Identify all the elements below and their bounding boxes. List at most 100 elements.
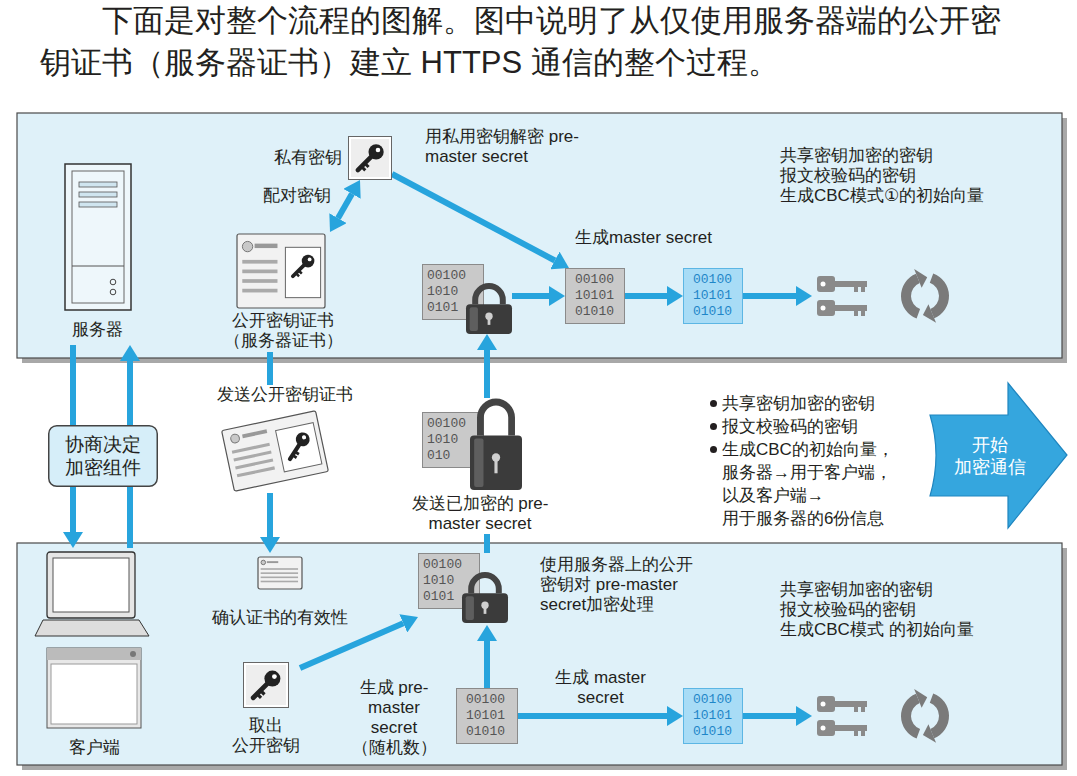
session-keys: 共享密钥加密的密钥 报文校验码的密钥 生成CBC模式①的初始向量 [812, 268, 962, 324]
node-label: 确认证书的有效性 [210, 608, 350, 628]
icon-part [470, 307, 478, 331]
icon-part [817, 720, 835, 736]
icon-part [276, 423, 322, 472]
icon-part [821, 726, 826, 731]
connector-arrow [484, 641, 490, 688]
icon-part [349, 137, 392, 180]
note-text: 共享密钥加密的密钥 [722, 392, 922, 415]
icon-part [351, 139, 389, 177]
connector-arrow [267, 352, 273, 385]
node-shape [930, 383, 1067, 528]
session-keys: 共享密钥加密的密钥 报文校验码的密钥 生成CBC模式 的初始向量 [812, 688, 962, 744]
icon-part [901, 694, 920, 739]
server-certificate: 公开密钥证书 （服务器证书） [222, 232, 344, 352]
icon-part [466, 596, 474, 620]
bullet-dot [710, 423, 717, 430]
connector-arrow [300, 623, 403, 668]
icon-part [914, 689, 927, 708]
icon-part [296, 273, 299, 276]
binary-text: 00100 10101 01010 [693, 272, 735, 320]
server-node: 服务器 [55, 160, 140, 345]
icon-part [854, 310, 858, 316]
private-key: 私有密钥 [348, 136, 392, 180]
connector-arrow [267, 493, 273, 537]
icon-part [242, 289, 277, 293]
icon-part [817, 300, 835, 316]
icon-part [470, 435, 522, 490]
node-label: 取出 公开密钥 [226, 716, 306, 756]
icon-part [299, 270, 302, 273]
binary-text: 00100 1010 0101 [427, 268, 469, 316]
node-shape [35, 548, 153, 760]
icon-part [930, 693, 949, 738]
connector-arrow [338, 194, 352, 218]
icon-part [817, 696, 835, 712]
node-label: 共享密钥加密的密钥 报文校验码的密钥 生成CBC模式 的初始向量 [780, 580, 1012, 640]
icon-part [47, 648, 141, 728]
icon-part [368, 144, 383, 159]
icon-part [242, 241, 252, 251]
binary-text: 00100 10101 01010 [575, 272, 617, 320]
icon-part [47, 648, 141, 660]
icon-part [361, 167, 365, 171]
node-label: 发送公开密钥证书 [195, 385, 375, 405]
icon-part [861, 730, 865, 736]
icon-part [474, 438, 483, 487]
bullet-dot [710, 446, 717, 453]
icon-part [222, 411, 329, 492]
icon-part [901, 274, 920, 319]
icon-part [488, 316, 491, 325]
icon-part [901, 269, 949, 323]
icon-part [821, 306, 826, 311]
node-shape [812, 688, 962, 744]
icon-part [110, 289, 116, 295]
icon-part [901, 689, 949, 743]
icon-part [246, 665, 286, 705]
icon-part [365, 163, 369, 167]
connector-arrow [518, 713, 667, 719]
master-block: 00100 10101 01010 [683, 688, 743, 744]
node-shape [55, 160, 140, 345]
icon-part [821, 702, 826, 707]
note-text: 生成CBC的初始向量， 服务器→用于客户端， 以及客户端→用于服务器的6份信息 [722, 438, 922, 530]
node-label: 协商决定加密组件 [63, 433, 143, 479]
icon-part [237, 234, 325, 308]
icon-part [242, 270, 277, 274]
icon-part [475, 286, 503, 304]
node-shape [812, 268, 962, 324]
icon-part [462, 593, 508, 623]
icon-part [242, 260, 277, 264]
premaster-block: 00100 10101 01010 [565, 268, 625, 324]
connector-arrow [484, 534, 490, 553]
icon-part [258, 557, 302, 589]
client-node: 客户端 [35, 548, 153, 760]
icon-part [261, 577, 298, 579]
binary-text: 00100 10101 01010 [466, 692, 508, 740]
icon-part [457, 689, 518, 744]
title-text: 下面是对整个流程的图解。图中说明了从仅使用服务器端的公开密钥证书（服务器证书）建… [40, 0, 1015, 84]
random-block: 00100 10101 01010生成 pre-master secret （随… [456, 688, 518, 744]
node-label: 使用服务器上的公开 密钥对 pre-master secret加密处理 [540, 555, 740, 615]
icon-part [130, 651, 136, 657]
icon-part [72, 171, 124, 303]
icon-part [242, 429, 267, 438]
icon-part [79, 182, 117, 187]
binary-text: 00100 1010 0101 [423, 557, 465, 605]
icon-part [261, 581, 298, 583]
public-key: 取出 公开密钥 [232, 662, 300, 754]
icon-part [272, 674, 277, 679]
icon-part [302, 435, 307, 440]
icon-part [376, 148, 381, 153]
icon-part [230, 433, 240, 443]
icon-part [854, 286, 858, 292]
icon-part [930, 383, 1067, 528]
icon-part [308, 258, 312, 262]
icon-part [258, 557, 302, 589]
icon-part [302, 255, 315, 268]
binary-text: 00100 1010 010 [427, 416, 469, 464]
note-text: 用私用密钥解密 pre-master secret [425, 127, 605, 167]
binary-text: 00100 10101 01010 [693, 692, 735, 740]
icon-part [47, 552, 135, 618]
